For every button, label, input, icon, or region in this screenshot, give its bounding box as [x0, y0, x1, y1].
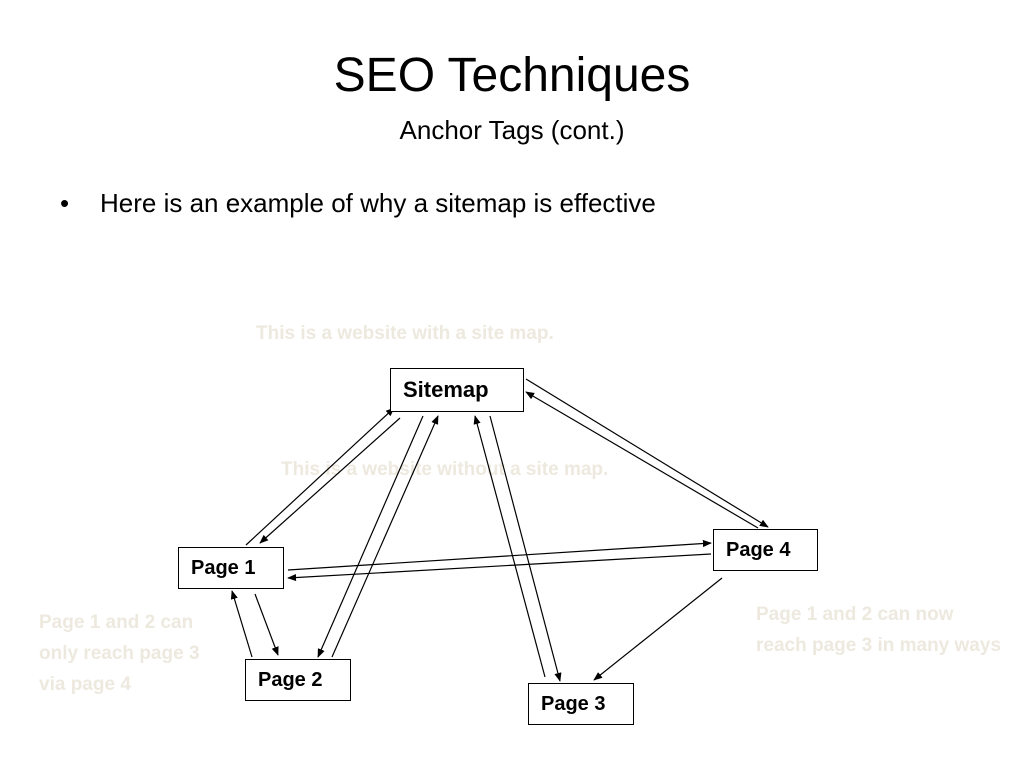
arrow-sitemap-to-page3 [489, 415, 562, 682]
bullet-item: • Here is an example of why a sitemap is… [60, 186, 656, 220]
arrow-page2-to-sitemap [331, 415, 439, 658]
bullet-text: Here is an example of why a sitemap is e… [100, 188, 656, 218]
node-page-1: Page 1 [178, 547, 284, 589]
note-right: Page 1 and 2 can now reach page 3 in man… [756, 604, 1002, 656]
arrow-page4-to-page3 [593, 577, 723, 681]
arrow-page1-to-page2 [254, 593, 279, 656]
arrow-sitemap-to-page2 [317, 415, 424, 658]
arrow-page3-to-sitemap [473, 415, 546, 678]
node-page-2: Page 2 [245, 659, 351, 701]
note-left: Page 1 and 2 can only reach page 3 via p… [39, 612, 200, 695]
arrow-page4-to-sitemap [525, 391, 759, 529]
arrow-sitemap-to-page4 [525, 378, 769, 528]
slide-subtitle: Anchor Tags (cont.) [399, 115, 625, 145]
caption-with-sitemap: This is a website with a site map. [256, 323, 554, 344]
arrow-page1-to-sitemap [245, 407, 395, 546]
node-page-3: Page 3 [528, 683, 634, 725]
arrow-sitemap-to-page1 [259, 417, 401, 544]
arrow-page1-to-page4 [287, 539, 712, 571]
caption-without-sitemap: This is a website without a site map. [281, 459, 609, 480]
arrow-page4-to-page1 [287, 553, 712, 582]
slide-title: SEO Techniques [333, 49, 691, 102]
bullet-mark: • [60, 188, 70, 218]
node-page-4: Page 4 [713, 529, 818, 571]
arrow-page2-to-page1 [230, 590, 253, 658]
node-sitemap: Sitemap [390, 368, 524, 412]
